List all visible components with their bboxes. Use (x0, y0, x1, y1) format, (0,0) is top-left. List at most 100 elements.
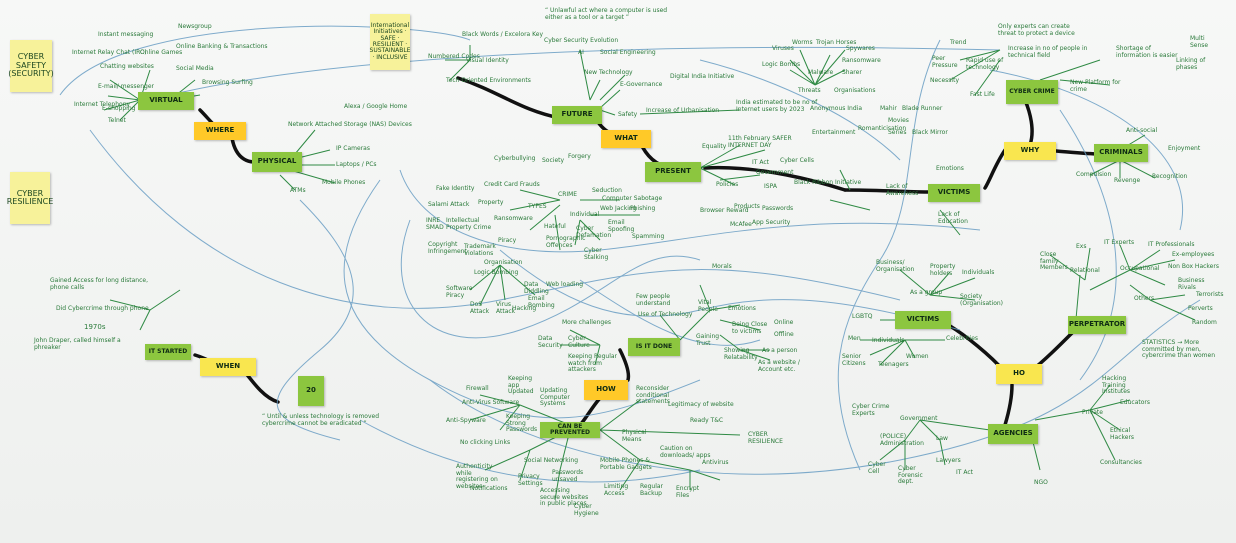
label-regular-backup: Regular Backup (640, 483, 664, 497)
label-privacy-settings: Privacy Settings (518, 473, 543, 487)
label-trend: Trend (950, 39, 967, 46)
label-reconsider: Reconsider conditional statements (636, 385, 671, 406)
label-salami-attack: Salami Attack (428, 201, 470, 208)
label-browser-reward: Browser Reward (700, 207, 749, 214)
label-it-act2: IT Act (956, 469, 973, 476)
label-cyber-crime-experts: Cyber Crime Experts (852, 403, 890, 417)
label-authenticity: Authenticity while registering on websit… (456, 463, 498, 490)
cyber-crime-note: CYBER CRIME (1006, 80, 1058, 104)
label-physical-means: Physical Means (622, 429, 647, 443)
label-only-experts: Only experts can create threat to protec… (998, 23, 1075, 37)
label-anti-social: Anti-social (1126, 127, 1158, 134)
label-visual-identity: Visual Identity (466, 57, 509, 64)
victims-top-note: VICTIMS (928, 184, 980, 202)
label-e-shopping: E-shopping (102, 105, 136, 112)
label-necessity: Necessity (930, 77, 959, 84)
label-business-org: Business/ Organisation (876, 259, 915, 273)
label-legitimacy: Legitimacy of website (668, 401, 734, 408)
label-keeping-app: Keeping app Updated (508, 375, 534, 396)
label-offline: Offline (774, 331, 794, 338)
label-compulsion: Compulsion (1076, 171, 1112, 178)
victims-mid-note: VICTIMS (895, 311, 951, 329)
label-john-draper: John Draper, called himself a phreaker (34, 337, 121, 351)
label-hacking-training: Hacking Training Institutes (1102, 375, 1131, 396)
physical-note: PHYSICAL (252, 152, 302, 172)
label-encrypt-files: Encrypt Files (676, 485, 700, 499)
ho-note: HO (996, 364, 1042, 384)
label-individuals2: Individuals (872, 337, 905, 344)
label-celebrities: Celebrities (946, 335, 979, 342)
label-cyber-defamation: Cyber Defamation (576, 225, 612, 239)
label-virus-attack: Virus Attack (496, 301, 516, 315)
label-terrorists: Terrorists (1196, 291, 1224, 298)
criminals-note: CRIMINALS (1094, 144, 1148, 162)
label-safer-internet: 11th February SAFER INTERNET DAY (728, 135, 792, 149)
label-cyber-forensic: Cyber Forensic dept. (898, 465, 923, 486)
label-shortage-info: Shortage of information is easier (1116, 45, 1178, 59)
is-it-done-note: IS IT DONE (628, 338, 680, 356)
label-web-loading: Web loading (546, 281, 584, 288)
label-property: Property (478, 199, 504, 206)
label-linking: Linking of phases (1176, 57, 1206, 71)
label-more-challenges: More challenges (562, 319, 612, 326)
cyber-safety-note: CYBER SAFETY (SECURITY) (8, 40, 54, 92)
label-close-family: Close family Members (1040, 251, 1068, 272)
label-new-platform: New Platform for crime (1070, 79, 1121, 93)
label-black-mirror: Black Mirror (912, 129, 948, 136)
label-exs: Exs (1076, 243, 1087, 250)
label-phishing: Phishing (630, 205, 656, 212)
label-spyware: Spywares (846, 45, 875, 52)
label-viruses: Viruses (772, 45, 794, 52)
label-software-piracy: Software Piracy (446, 285, 473, 299)
label-as-a-group: As a group (910, 289, 943, 296)
label-accessing-secure: Accessing secure websites in public plac… (540, 487, 589, 508)
label-cyber-cells: Cyber Cells (780, 157, 814, 164)
label-did-cybercrime: Did Cybercrime through phone (56, 305, 149, 312)
label-browsing: Browsing Surfing (202, 79, 253, 86)
label-anonymous-india: Anonymous India (810, 105, 863, 112)
label-revenge: Revenge (1114, 177, 1141, 184)
label-mahir: Mahir (880, 105, 897, 112)
label-multi-sense: Multi Sense (1190, 35, 1209, 49)
label-mobile-gadgets: Mobile Phones & Portable Gadgets (600, 457, 652, 471)
label-men: Men (848, 335, 861, 342)
label-mcafee: McAfee (730, 221, 752, 228)
label-safety: Safety (618, 111, 638, 118)
what-note: WHAT (601, 130, 651, 148)
label-pornographic: Pornographic Offences (546, 235, 586, 249)
label-emotions: Emotions (936, 165, 964, 172)
label-use-of-technology: Use of Technology (638, 311, 693, 318)
label-social-networking: Social Networking (524, 457, 579, 464)
label-anti-spyware: Anti-Spyware (446, 417, 486, 424)
label-online-games: Online Games (140, 49, 183, 56)
when-note: WHEN (200, 358, 256, 376)
label-forgery: Forgery (568, 153, 591, 160)
label-statistics: STATISTICS → More committed by men, cybe… (1142, 339, 1216, 360)
label-tech-oriented: Tech Oriented Environments (446, 77, 531, 84)
label-worms: Worms (792, 39, 813, 46)
label-irc: Internet Relay Chat (IRC) (72, 49, 147, 56)
label-vital-people: Vital People (698, 299, 718, 313)
label-hacking: Hacking (512, 305, 537, 312)
label-email-bombing: Email Bombing (528, 295, 555, 309)
label-inre-smad: INRE SMAD (426, 217, 444, 231)
label-government2: Government (900, 415, 938, 422)
label-logic-bombs: Logic Bombs (762, 61, 801, 68)
label-keeping-regular: Keeping Regular watch from attackers (568, 353, 618, 374)
label-new-technology: New Technology (584, 69, 633, 76)
label-antivirus: Anti-Virus Software (462, 399, 520, 406)
label-as-a-website: As a website / Account etc. (758, 359, 800, 373)
label-ngo: NGO (1034, 479, 1048, 486)
label-morals: Morals (712, 263, 732, 270)
label-law: Law (936, 435, 948, 442)
label-fake-identity: Fake Identity (436, 185, 475, 192)
label-property-holders: Property holders (930, 263, 956, 277)
label-blade-runner: Blade Runner (902, 105, 943, 112)
why-note: WHY (1004, 142, 1056, 160)
label-trademark: Trademark Violations (464, 243, 496, 257)
label-instant-messaging: Instant messaging (98, 31, 154, 38)
label-mobile-phones: Mobile Phones (322, 179, 366, 186)
label-online-banking: Online Banking & Transactions (176, 43, 268, 50)
label-society: Society (542, 157, 565, 164)
